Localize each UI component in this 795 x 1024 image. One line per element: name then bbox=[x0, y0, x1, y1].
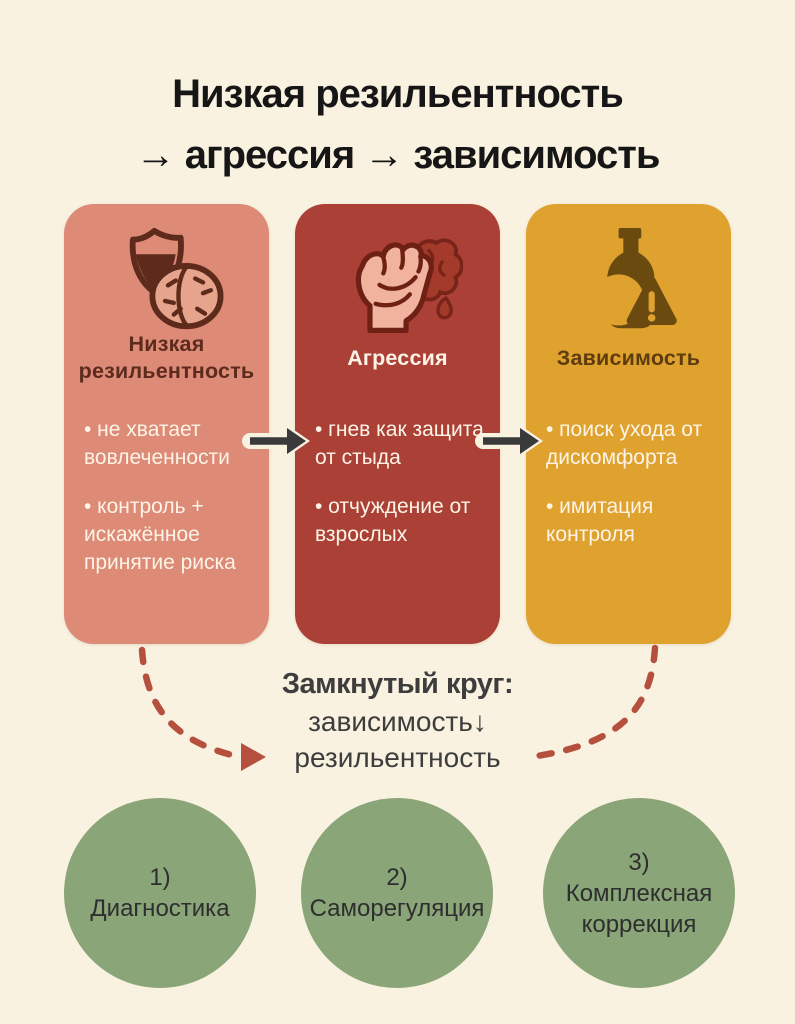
bullet-item: • гнев как защита от стыда bbox=[315, 418, 484, 469]
bullet-item: • поиск ухода от дискомфорта bbox=[546, 418, 703, 469]
fist-brain-icon bbox=[295, 222, 500, 340]
step-number: 3) bbox=[628, 848, 650, 876]
step-number: 2) bbox=[386, 864, 408, 891]
page-title: Низкая резильентность → агрессия → завис… bbox=[0, 64, 795, 186]
card-title: Зависимость bbox=[556, 345, 701, 370]
step-label: Диагностика bbox=[90, 895, 230, 922]
stage-cards-row: Низкая резильентность • не хватает вовле… bbox=[64, 204, 731, 644]
bullet-item: • имитация контроля bbox=[546, 495, 654, 546]
card-bullets: • не хватает вовлеченности • контроль + … bbox=[84, 416, 257, 598]
bullet-item: • отчуждение от взрослых bbox=[315, 495, 471, 546]
card-bullets: • поиск ухода от дискомфорта • имитация … bbox=[546, 416, 719, 570]
page-title-line2: → агрессия → зависимость bbox=[135, 133, 661, 177]
cycle-caption: Замкнутый круг: зависимость↓ резильентно… bbox=[0, 667, 795, 776]
step-label: Комплексная коррекция bbox=[565, 879, 713, 938]
card-title: Агрессия bbox=[347, 345, 448, 370]
bullet-item: • не хватает вовлеченности bbox=[84, 418, 230, 469]
step-circle-diagnostics: 1) Диагностика bbox=[64, 798, 256, 988]
card-addiction: Зависимость • поиск ухода от дискомфорта… bbox=[526, 204, 731, 644]
card-aggression: Агрессия • гнев как защита от стыда • от… bbox=[295, 204, 500, 644]
card-low-resilience: Низкая резильентность • не хватает вовле… bbox=[64, 204, 269, 644]
page-title-line1: Низкая резильентность bbox=[172, 72, 624, 116]
bullet-item: • контроль + искажённое принятие риска bbox=[84, 495, 236, 574]
step-number: 1) bbox=[149, 864, 171, 891]
step-label: Саморегуляция bbox=[309, 895, 485, 922]
card-bullets: • гнев как защита от стыда • отчуждение … bbox=[315, 416, 488, 570]
card-title: Низкая резильентность bbox=[78, 332, 255, 383]
cycle-heading: Замкнутый круг: bbox=[281, 668, 514, 700]
cycle-line3: резильентность bbox=[294, 742, 501, 773]
bottle-warning-icon bbox=[526, 222, 731, 340]
shield-brain-icon bbox=[64, 222, 269, 340]
cycle-line2: зависимость↓ bbox=[308, 706, 487, 737]
step-circle-self-regulation: 2) Саморегуляция bbox=[301, 798, 493, 988]
step-circle-complex-correction: 3) Комплексная коррекция bbox=[543, 798, 735, 988]
